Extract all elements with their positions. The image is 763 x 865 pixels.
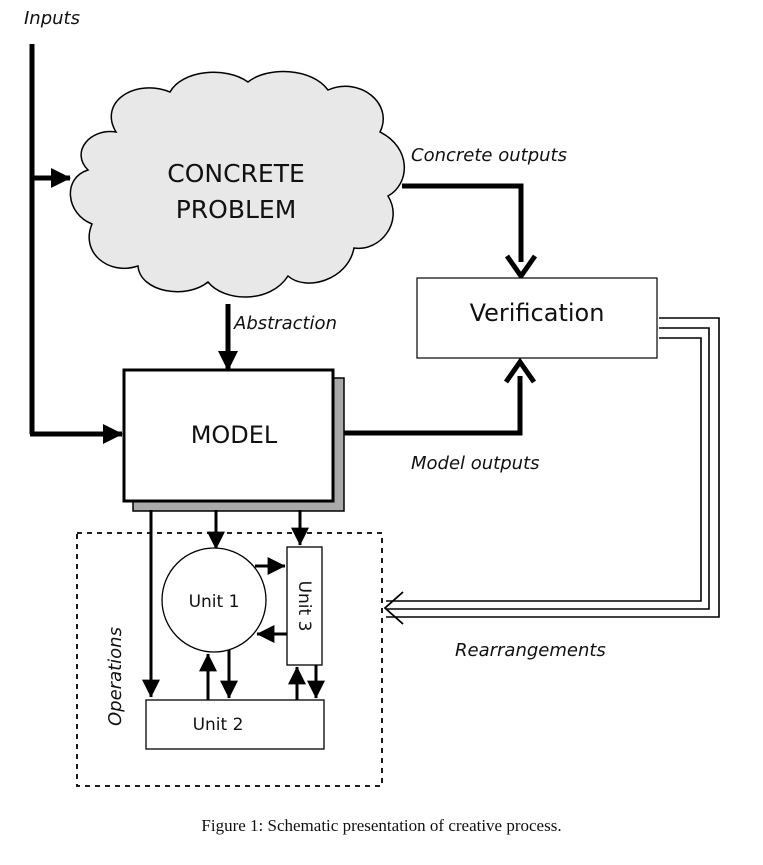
model-box [122,368,335,503]
model-outputs-arrowhead [503,357,537,384]
concrete-outputs-arrowhead [504,254,538,281]
unit3-box [286,546,323,666]
problem-line2: PROBLEM [176,195,297,224]
operations-region [76,532,383,787]
unit1-circle [161,547,267,653]
abstraction-label: Abstraction [233,313,337,334]
unit1-label: Unit 1 [189,592,240,612]
unit3-label: Unit 3 [294,581,314,632]
creative-process-diagram: Inputs CONCRETE PROBLEM Abstraction Conc… [24,8,720,787]
model-label: MODEL [191,421,278,449]
concrete-problem-label: CONCRETE PROBLEM [167,159,312,224]
model-outputs-line [344,376,523,436]
rearrangements-path [386,317,720,618]
concrete-problem-cloud [69,70,405,298]
inputs-label: Inputs [24,8,80,29]
figure-caption: Figure 1: Schematic presentation of crea… [201,816,562,835]
rearrangements-arrowhead [383,591,404,625]
concrete-outputs-line [402,183,524,262]
concrete-outputs-label: Concrete outputs [411,145,567,166]
verification-box [416,277,658,359]
model-outputs-label: Model outputs [411,453,540,474]
operations-label: Operations [105,627,126,726]
problem-line1: CONCRETE [167,159,305,188]
verification-label: Verification [470,299,605,327]
rearrangements-label: Rearrangements [455,640,606,661]
unit2-box [145,699,325,750]
unit2-label: Unit 2 [193,715,244,735]
